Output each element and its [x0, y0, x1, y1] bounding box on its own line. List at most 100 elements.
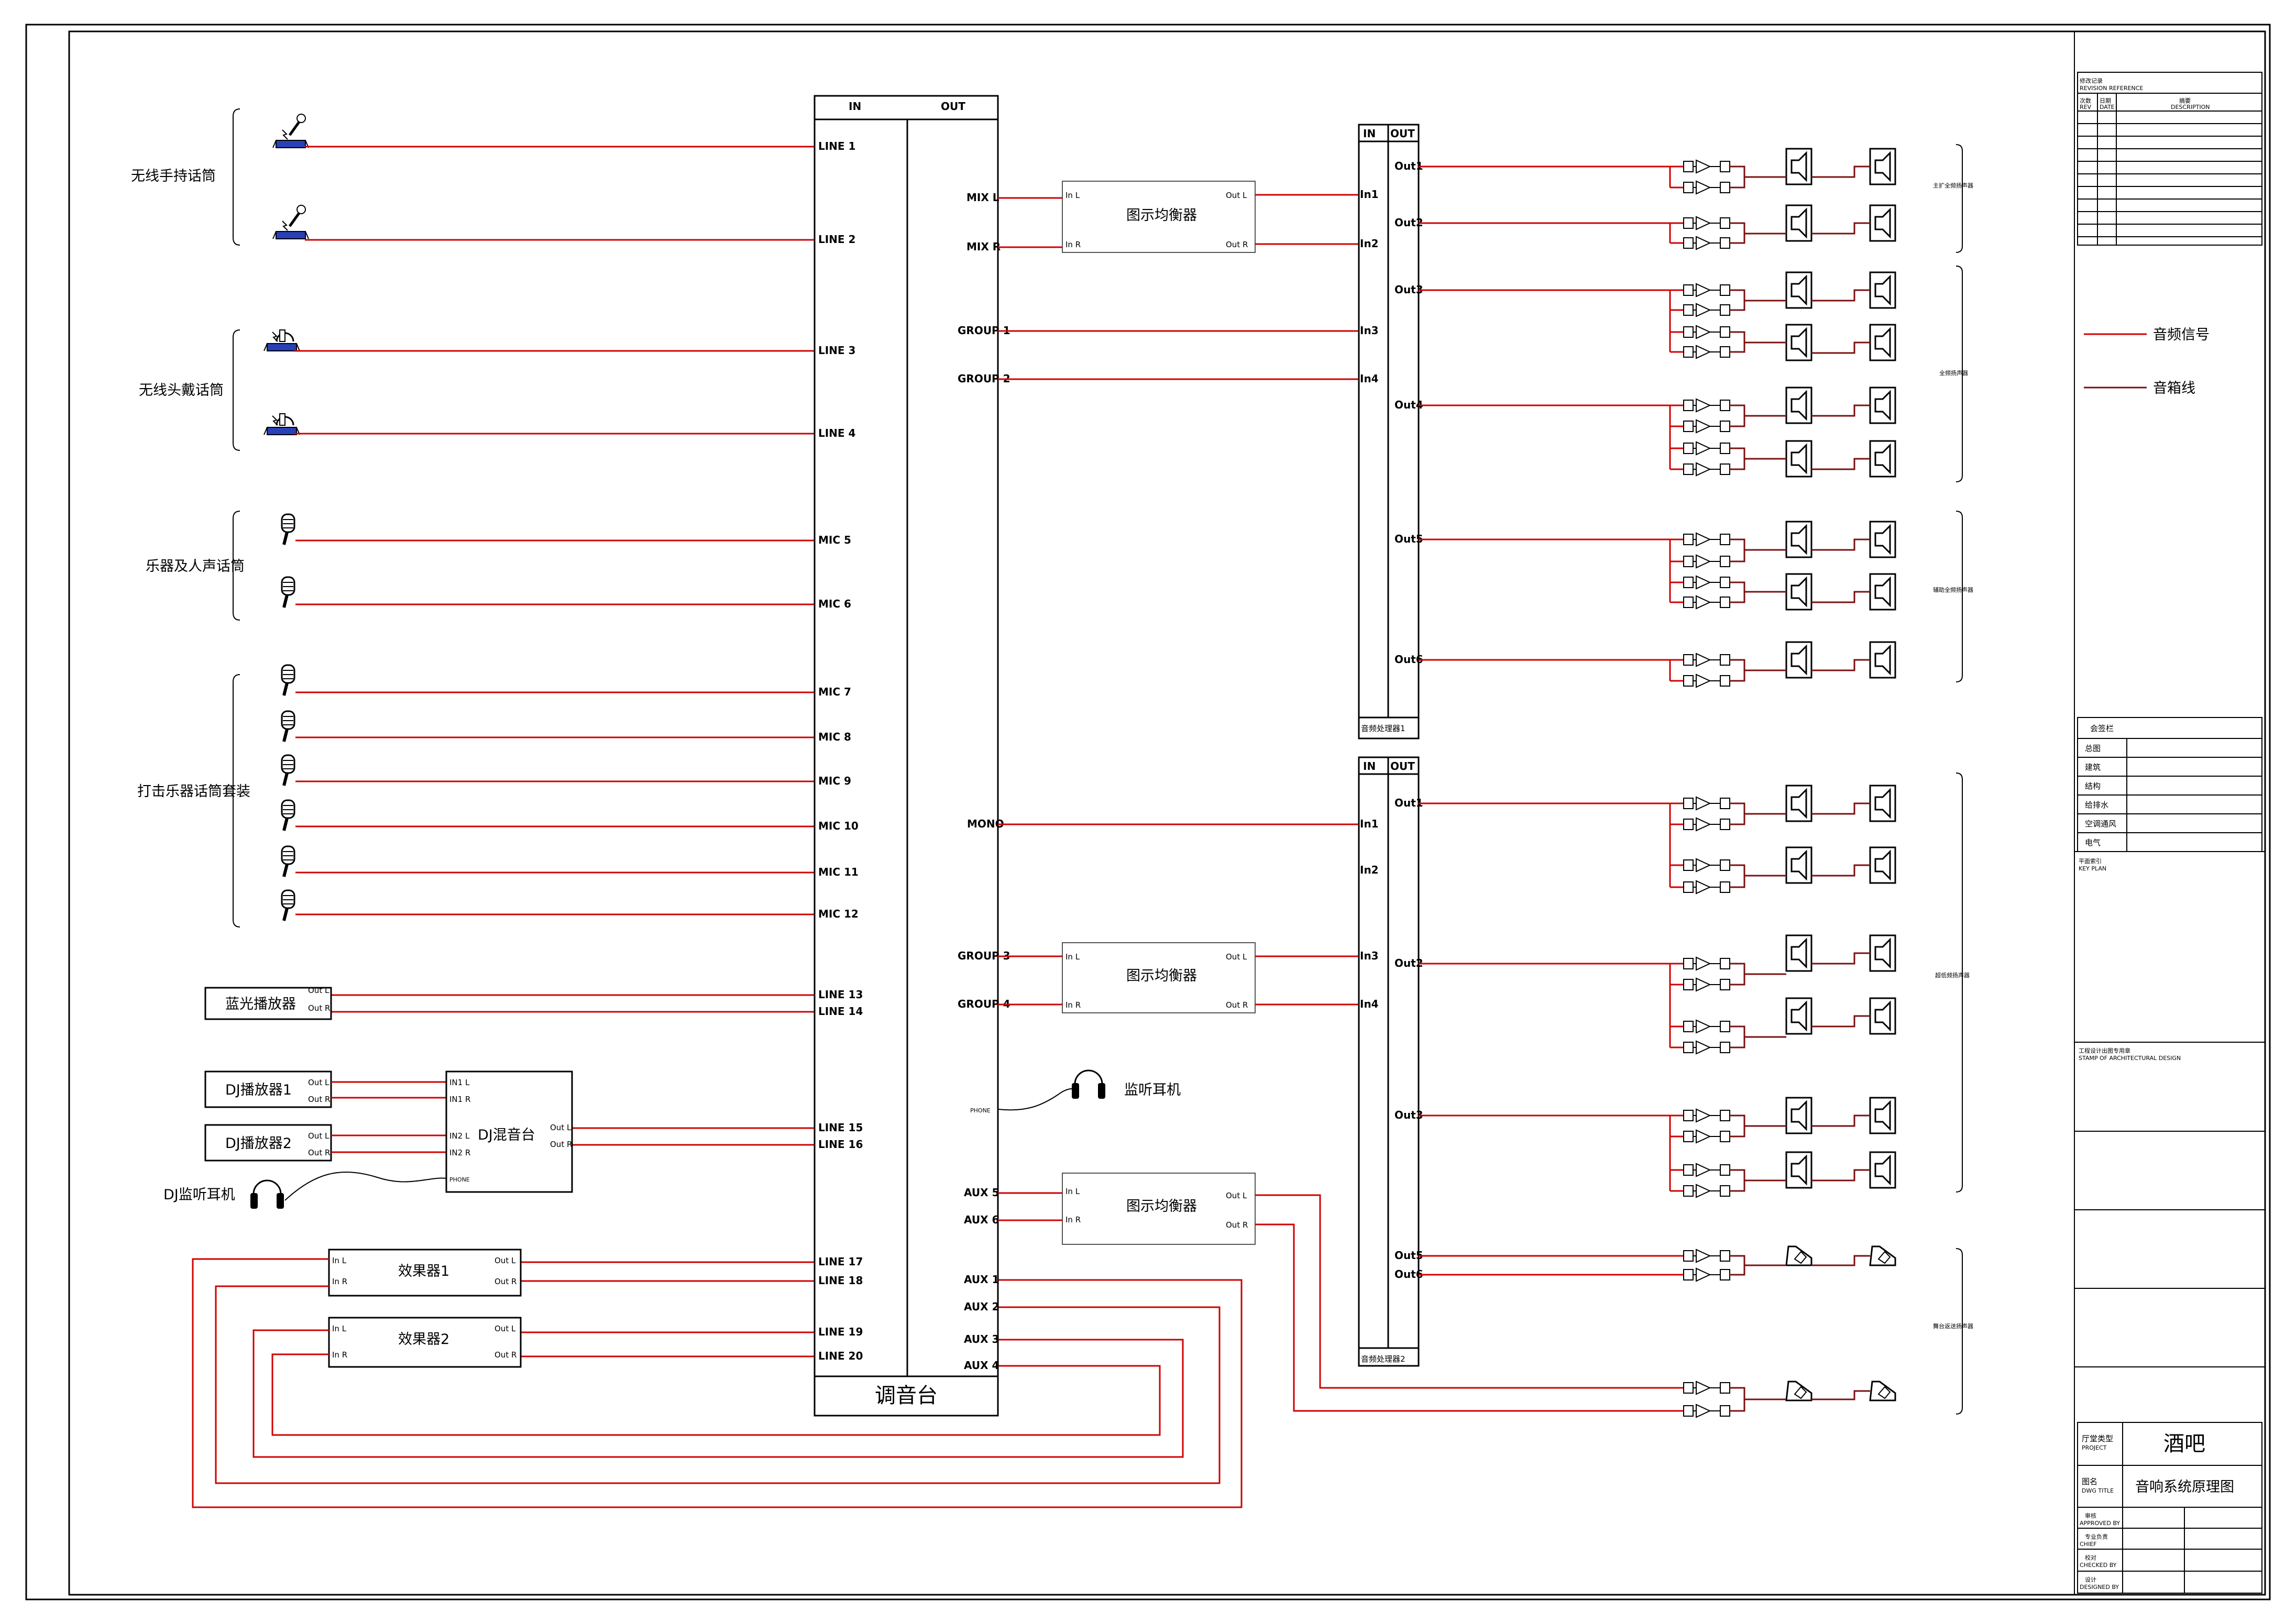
svg-text:Out L: Out L: [1226, 1191, 1247, 1200]
svg-text:LINE 20: LINE 20: [818, 1350, 863, 1362]
svg-text:MIC 10: MIC 10: [818, 820, 859, 832]
microphone-icon: [282, 711, 294, 742]
svg-text:音响系统原理图: 音响系统原理图: [2135, 1479, 2234, 1495]
svg-text:CHIEF: CHIEF: [2080, 1541, 2096, 1548]
microphone-icon: [282, 514, 294, 545]
svg-text:Out6: Out6: [1394, 653, 1423, 666]
fx2-out-l: Out L: [495, 1324, 516, 1333]
svg-text:审核: 审核: [2085, 1512, 2096, 1519]
svg-text:MIC 5: MIC 5: [818, 534, 851, 546]
svg-text:In R: In R: [1065, 1215, 1081, 1224]
svg-text:平面索引: 平面索引: [2079, 857, 2102, 865]
svg-text:摘要: 摘要: [2179, 97, 2191, 104]
fx1-in-l: In L: [332, 1256, 347, 1265]
svg-text:AUX 5: AUX 5: [964, 1186, 999, 1199]
mixer-input-labels: LINE 1 LINE 2 LINE 3 LINE 4 MIC 5 MIC 6 …: [818, 140, 863, 1362]
zone-label-stage: 舞台返送扬声器: [1933, 1322, 1973, 1330]
svg-text:CHECKED BY: CHECKED BY: [2080, 1562, 2117, 1569]
svg-text:音频处理器2: 音频处理器2: [1361, 1354, 1405, 1364]
audio-processor-2: IN OUT 音频处理器2 In1 In2 In3 In4 Out1 Out2 …: [1358, 756, 1423, 1367]
svg-text:MIC 8: MIC 8: [818, 731, 851, 743]
wireless-handheld-mic-icon: [273, 114, 309, 148]
svg-text:MIC 12: MIC 12: [818, 908, 859, 920]
svg-text:酒吧: 酒吧: [2163, 1432, 2205, 1456]
zone-bracket-sub: [1956, 772, 1963, 1193]
dj-headphone-label: DJ监听耳机: [163, 1187, 235, 1203]
svg-text:DWG TITLE: DWG TITLE: [2082, 1487, 2114, 1494]
svg-text:校对: 校对: [2085, 1554, 2096, 1561]
svg-text:Out L: Out L: [1226, 952, 1247, 962]
outer-border: [25, 24, 2271, 1600]
svg-text:LINE 2: LINE 2: [818, 233, 855, 246]
svg-text:MIC 7: MIC 7: [818, 686, 851, 698]
svg-text:设计: 设计: [2085, 1576, 2096, 1583]
dj-player-lines: [331, 1081, 446, 1153]
svg-text:Out2: Out2: [1394, 216, 1423, 229]
processor-output-lines: [1419, 165, 1684, 1276]
zone-bracket-fullrange: [1956, 266, 1963, 482]
svg-text:LINE 1: LINE 1: [818, 140, 855, 152]
svg-text:AUX 1: AUX 1: [964, 1273, 999, 1286]
wireless-handheld-mic-icon: [273, 205, 309, 239]
svg-text:会签栏: 会签栏: [2090, 724, 2114, 733]
svg-text:Out R: Out R: [1226, 240, 1248, 249]
fx2-in-l: In L: [332, 1324, 347, 1333]
label-wireless-headset: 无线头戴话筒: [139, 382, 224, 399]
svg-text:图示均衡器: 图示均衡器: [1126, 968, 1197, 984]
aux-send-loops: [192, 1258, 1243, 1508]
svg-text:结构: 结构: [2085, 781, 2101, 791]
svg-text:音频处理器1: 音频处理器1: [1361, 724, 1405, 733]
microphone-icon: [282, 890, 294, 921]
bluray-out-r: Out R: [308, 1003, 330, 1013]
zone-bracket-aux: [1956, 511, 1963, 682]
svg-text:工程设计出图专用章: 工程设计出图专用章: [2079, 1047, 2130, 1054]
dj-player-2-label: DJ播放器2: [225, 1135, 292, 1152]
monitor-headphone-cable: [997, 1088, 1076, 1111]
bracket-drum: [233, 674, 240, 928]
effects-unit-1: [328, 1249, 522, 1297]
svg-text:Out R: Out R: [1226, 1220, 1248, 1230]
svg-text:KEY PLAN: KEY PLAN: [2079, 865, 2106, 872]
dj-mixer-out-r: Out R: [550, 1140, 572, 1149]
bluray-player-label: 蓝光播放器: [225, 996, 296, 1012]
label-drum-kit: 打击乐器话筒套装: [137, 783, 250, 800]
svg-text:AUX 3: AUX 3: [964, 1333, 999, 1345]
svg-text:Out6: Out6: [1394, 1268, 1423, 1280]
svg-text:REVISION REFERENCE: REVISION REFERENCE: [2080, 85, 2143, 92]
svg-text:MIX R: MIX R: [966, 240, 1001, 253]
svg-text:Out5: Out5: [1394, 533, 1423, 545]
amp-speaker-chains: [1683, 148, 1896, 1418]
svg-text:LINE 14: LINE 14: [818, 1005, 863, 1018]
svg-text:Out3: Out3: [1394, 283, 1423, 296]
dj1-out-r: Out R: [308, 1095, 330, 1104]
dj-mixer-in2-l: IN2 L: [449, 1131, 470, 1141]
inner-border: [68, 30, 2266, 1596]
dj-mixer-in1-r: IN1 R: [449, 1095, 470, 1104]
svg-text:Out1: Out1: [1394, 160, 1423, 172]
svg-text:修改记录: 修改记录: [2080, 77, 2103, 84]
dj-mixer-in1-l: IN1 L: [449, 1078, 470, 1087]
svg-text:建筑: 建筑: [2085, 763, 2101, 772]
speaker-wiring: [1730, 165, 1870, 1412]
audio-processor-1: IN OUT 音频处理器1 In1 In2 In3 In4 Out1 Out2 …: [1358, 124, 1423, 739]
svg-text:IN: IN: [1363, 760, 1376, 772]
svg-text:OUT: OUT: [1390, 760, 1415, 772]
svg-text:AUX 2: AUX 2: [964, 1300, 999, 1313]
dj-mixer-phone: PHONE: [449, 1176, 470, 1183]
microphone-icon: [282, 800, 294, 831]
svg-text:AUX 4: AUX 4: [964, 1359, 999, 1372]
dj2-out-l: Out L: [308, 1131, 329, 1141]
bluray-player: [204, 987, 332, 1020]
svg-text:MONO: MONO: [967, 818, 1004, 830]
zone-bracket-stage: [1956, 1248, 1963, 1415]
zone-label-sub: 超低频扬声器: [1935, 971, 1970, 979]
svg-text:DESCRIPTION: DESCRIPTION: [2171, 104, 2210, 111]
svg-text:图示均衡器: 图示均衡器: [1126, 207, 1197, 224]
svg-text:DATE: DATE: [2100, 104, 2115, 111]
fx2-in-r: In R: [332, 1350, 347, 1360]
svg-text:MIC 6: MIC 6: [818, 598, 851, 610]
svg-text:In4: In4: [1360, 998, 1379, 1010]
wireless-headset-mic-icon: [263, 413, 301, 436]
svg-text:In2: In2: [1360, 864, 1379, 876]
svg-text:Out L: Out L: [1226, 191, 1247, 200]
